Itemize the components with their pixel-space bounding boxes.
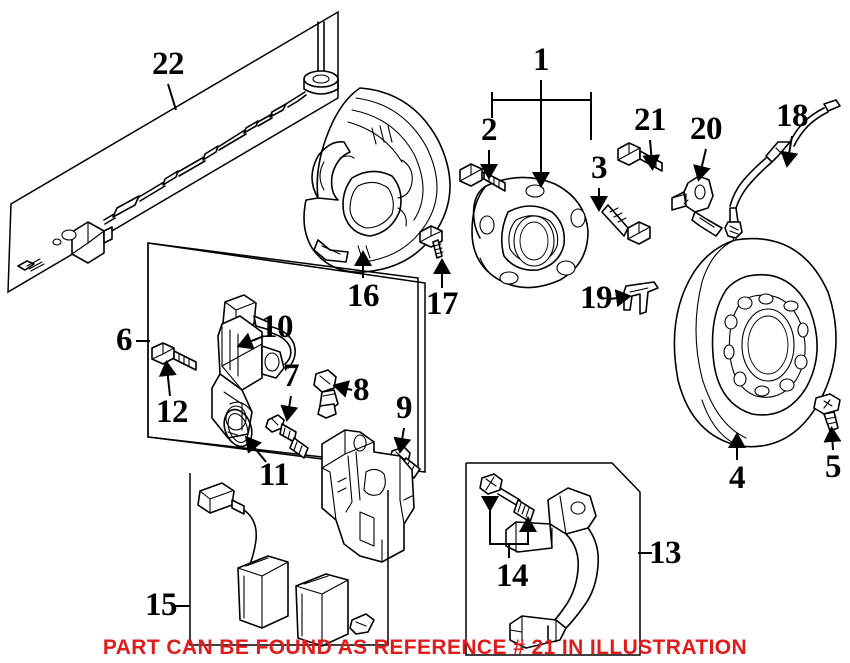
callout-leader-5 — [823, 426, 842, 451]
callout-label-21: 21 — [634, 102, 666, 138]
brake-hose-part — [724, 99, 841, 245]
callout-label-4: 4 — [729, 460, 745, 496]
hub-bolt-3-part — [601, 204, 651, 245]
brake-rotor-part — [673, 237, 837, 448]
parking-brake-cable-panel: 22 — [7, 10, 339, 294]
callout-leader-11 — [245, 435, 267, 463]
caliper-bleeder-screw-part — [265, 414, 309, 459]
callout-label-20: 20 — [690, 111, 722, 147]
callout-leader-20 — [693, 148, 711, 182]
callout-label-6: 6 — [116, 322, 132, 358]
callout-label-5: 5 — [825, 449, 841, 485]
callout-leader-8 — [332, 380, 353, 398]
backing-plate-bolt-part — [419, 225, 444, 259]
callout-leader-12 — [158, 360, 177, 397]
callout-label-16: 16 — [347, 278, 379, 314]
caliper-bracket-panel: 13 14 — [465, 462, 682, 656]
cable-panel-border — [7, 10, 339, 294]
callout-leader-9 — [393, 427, 412, 454]
callout-label-14: 14 — [496, 558, 528, 594]
caliper-guide-pin-part — [313, 369, 339, 419]
callout-label-15: 15 — [145, 587, 177, 623]
abs-wheel-speed-sensor-part — [671, 175, 723, 237]
callout-leader-7 — [280, 395, 299, 422]
callout-label-18: 18 — [776, 98, 808, 134]
pad-panel-border — [189, 473, 389, 646]
callout-leader-10 — [236, 332, 265, 350]
callout-leader-18 — [780, 135, 799, 168]
brake-pad-set-panel: 15 — [145, 473, 389, 647]
callout-label-1: 1 — [533, 42, 549, 78]
callout-leader-21 — [642, 139, 661, 171]
caliper-seal-ring-part — [223, 408, 253, 448]
actuator-bolt-part — [151, 342, 197, 371]
callout-label-10: 10 — [261, 309, 293, 345]
brake-pad-set-part — [197, 482, 375, 647]
caliper-body-part — [321, 429, 415, 563]
callout-label-13: 13 — [649, 535, 681, 571]
wheel-hub-assembly-part — [471, 176, 589, 289]
callout-label-2: 2 — [481, 112, 497, 148]
callout-bracket-1 — [491, 92, 592, 101]
caliper-panel-outline — [147, 242, 426, 473]
callout-label-3: 3 — [591, 150, 607, 186]
callout-label-9: 9 — [396, 390, 412, 426]
callout-label-19: 19 — [580, 280, 612, 316]
brake-backing-plate-part — [303, 87, 451, 273]
bracket-panel-border — [465, 462, 641, 656]
callout-leader-19 — [609, 289, 632, 308]
parking-brake-cable-part — [17, 21, 339, 272]
callout-label-12: 12 — [156, 394, 188, 430]
parking-brake-actuator-part — [211, 294, 296, 439]
callout-label-8: 8 — [353, 372, 369, 408]
callout-label-22: 22 — [152, 46, 184, 82]
callout-label-11: 11 — [259, 457, 289, 493]
overlay-reference-text: PART CAN BE FOUND AS REFERENCE # 21 IN I… — [103, 636, 747, 659]
callout-label-7: 7 — [283, 358, 299, 394]
callout-label-17: 17 — [426, 286, 458, 322]
callout-leader-22 — [167, 83, 177, 111]
